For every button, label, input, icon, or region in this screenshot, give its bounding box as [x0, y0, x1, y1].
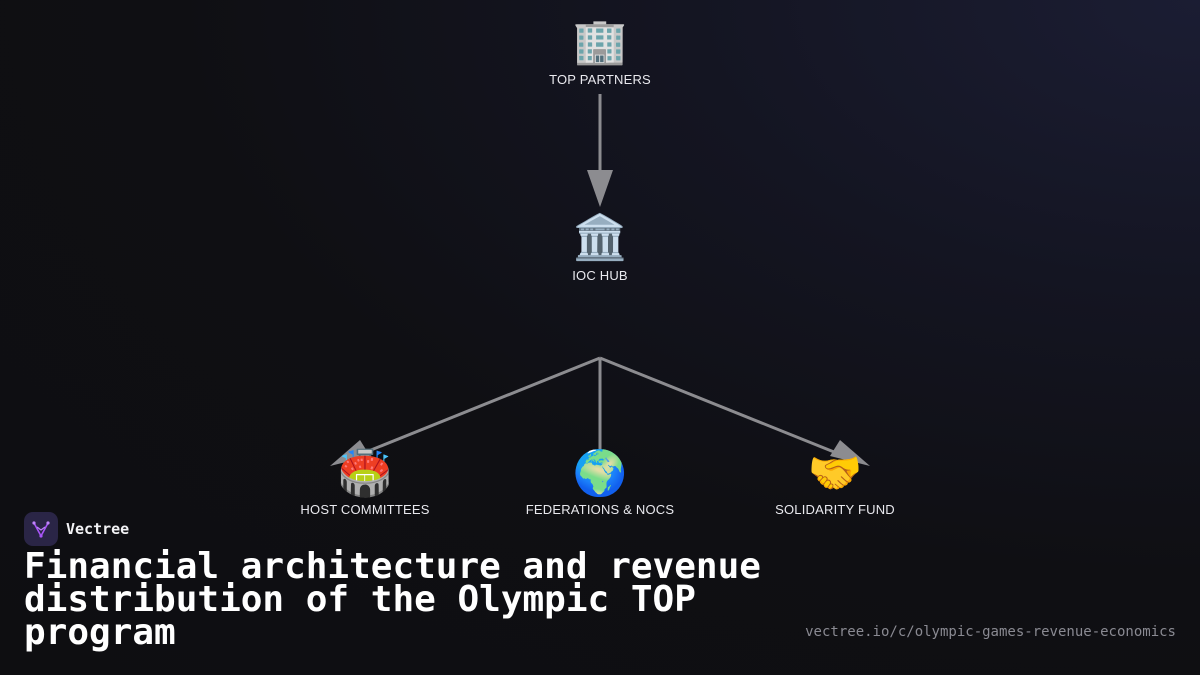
node-label: TOP PARTNERS	[549, 72, 651, 87]
globe-icon: 🌍	[572, 448, 628, 499]
node-top-partners: 🏢 TOP PARTNERS	[490, 16, 710, 87]
brand-name: Vectree	[66, 520, 130, 538]
node-label: SOLIDARITY FUND	[775, 502, 895, 517]
brand: Vectree	[24, 512, 129, 546]
node-ioc-hub: 🏛️ IOC HUB	[490, 212, 710, 283]
vectree-logo-icon	[24, 512, 58, 546]
edge-hub-to-host	[330, 356, 601, 466]
node-federations-nocs: 🌍 FEDERATIONS & NOCS	[490, 448, 710, 517]
edge-hub-to-solidarity	[599, 356, 870, 466]
arrowhead	[587, 170, 613, 207]
source-url: vectree.io/c/olympic-games-revenue-econo…	[805, 624, 1176, 640]
node-label: FEDERATIONS & NOCS	[525, 502, 675, 517]
node-label: HOST COMMITTEES	[300, 502, 430, 517]
node-host-committees: 🏟️ HOST COMMITTEES	[255, 448, 475, 517]
office-building-icon: 🏢	[572, 16, 628, 67]
edge-top-to-hub	[587, 94, 613, 207]
page-title: Financial architecture and revenue distr…	[24, 546, 761, 653]
node-label: IOC HUB	[572, 268, 628, 283]
arrowhead	[330, 440, 370, 466]
stadium-icon: 🏟️	[337, 448, 393, 499]
handshake-icon: 🤝	[807, 448, 863, 499]
node-solidarity-fund: 🤝 SOLIDARITY FUND	[725, 448, 945, 517]
arrowhead	[830, 440, 870, 466]
classical-building-icon: 🏛️	[572, 212, 628, 263]
